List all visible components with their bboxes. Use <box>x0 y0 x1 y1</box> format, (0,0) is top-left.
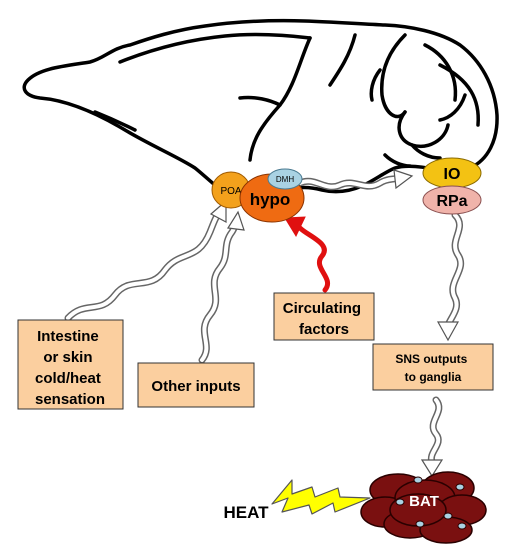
other-inputs-box: Other inputs <box>137 362 255 408</box>
intestine-line-2: or skin <box>43 349 92 366</box>
intestine-line-4: sensation <box>35 391 105 408</box>
io-label: IO <box>444 166 461 183</box>
sns-box: SNS outputs to ganglia <box>372 343 494 391</box>
bat-label: BAT <box>409 493 439 510</box>
lightning-bolt-icon <box>271 479 371 515</box>
svg-text:Intestine or skin: Intestine or skin cold/heat sensation <box>35 328 105 408</box>
brain-outline <box>22 18 499 202</box>
dmh-to-io-arrow <box>296 169 414 191</box>
heat-label: HEAT <box>223 503 269 522</box>
rpa-to-sns-arrow <box>436 211 464 342</box>
sns-line-1: SNS outputs <box>395 352 467 366</box>
other-inputs-to-poa-arrow <box>198 210 245 364</box>
other-inputs-label: Other inputs <box>151 378 240 395</box>
rpa-label: RPa <box>436 193 467 210</box>
circulating-line-2: factors <box>299 321 349 338</box>
circulating-to-hypo-arrow <box>284 216 330 293</box>
hypo-label: hypo <box>250 190 291 209</box>
intestine-line-1: Intestine <box>37 328 99 345</box>
dmh-node: DMH <box>267 168 303 190</box>
svg-text:SNS outputs to ganglia: SNS outputs to ganglia <box>395 352 470 384</box>
dmh-ellipse <box>267 168 303 190</box>
circulating-line-1: Circulating <box>283 300 361 317</box>
poa-label: POA <box>220 186 241 197</box>
circulating-box: Circulating factors <box>273 292 375 341</box>
intestine-box: Intestine or skin cold/heat sensation <box>17 319 124 410</box>
dmh-label: DMH <box>276 175 294 184</box>
bat-droplets <box>395 476 467 530</box>
intestine-to-poa-arrow <box>64 199 227 322</box>
sns-line-2: to ganglia <box>405 370 462 384</box>
rpa-node: RPa <box>422 185 482 215</box>
io-node: IO <box>422 157 482 189</box>
sns-to-bat-arrow <box>420 396 444 478</box>
svg-text:Circulating factors: Circulating factors <box>283 300 366 338</box>
rpa-ellipse <box>422 185 482 215</box>
intestine-line-3: cold/heat <box>35 370 101 387</box>
